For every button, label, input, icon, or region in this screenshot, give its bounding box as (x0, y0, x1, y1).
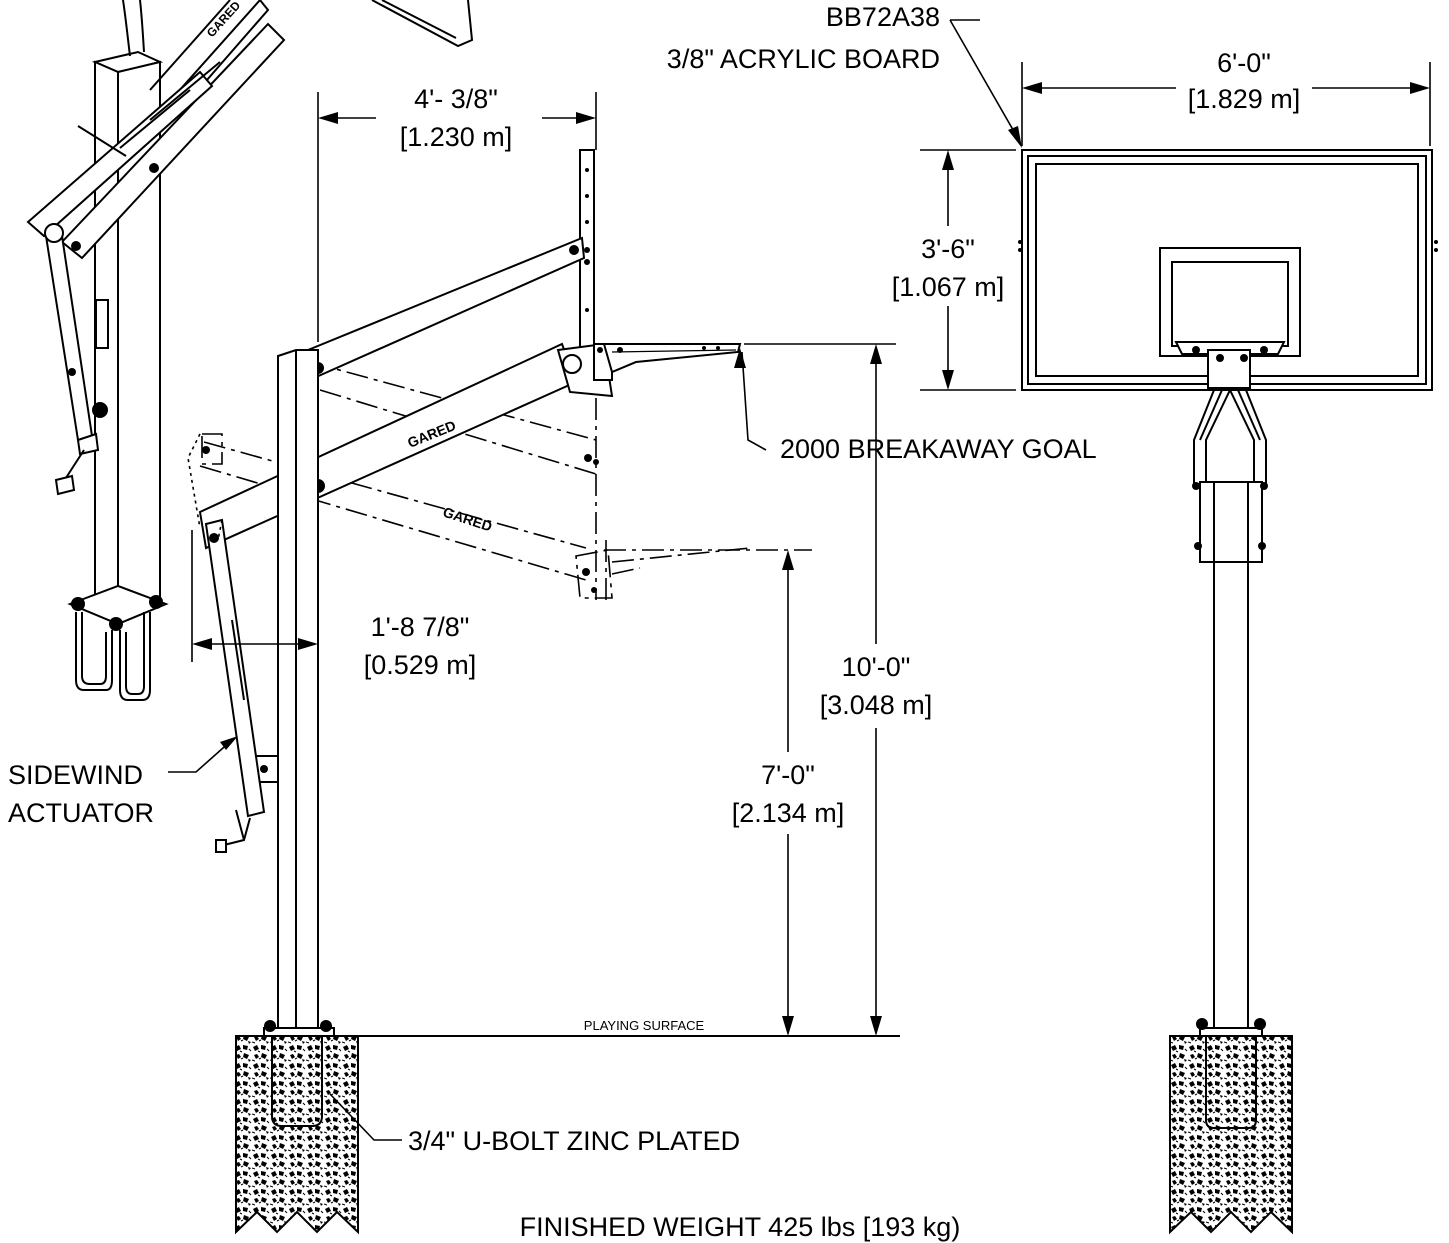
extension-ft-label: 4'- 3/8" (414, 84, 498, 114)
actuator-label-line1: SIDEWIND (8, 760, 143, 790)
rim-high-m-label: [3.048 m] (820, 690, 933, 720)
front-view (1018, 149, 1438, 1235)
width-ft-label: 6'-0" (1217, 48, 1271, 78)
offset-ft-label: 1'-8 7/8" (371, 612, 470, 642)
brand-mark-lowered: GARED (441, 504, 494, 535)
width-m-label: [1.829 m] (1188, 84, 1301, 114)
dimension-lines (191, 62, 1431, 1036)
rim-low-m-label: [2.134 m] (732, 798, 845, 828)
playing-surface-label: PLAYING SURFACE (584, 1018, 705, 1033)
leader-lines (168, 19, 1022, 1141)
concrete-footing-side (235, 1035, 359, 1235)
concrete-footing-front (1169, 1035, 1293, 1235)
backboard-model-label: BB72A38 (826, 2, 940, 32)
rim-low-ft-label: 7'-0" (761, 760, 815, 790)
goal-label: 2000 BREAKAWAY GOAL (780, 434, 1097, 464)
isometric-view (26, 0, 474, 701)
backboard-desc-label: 3/8" ACRYLIC BOARD (667, 44, 940, 74)
finished-weight-label: FINISHED WEIGHT 425 lbs [193 kg) (520, 1212, 961, 1242)
annotations: BB72A38 3/8" ACRYLIC BOARD 6'-0" [1.829 … (8, 0, 1300, 1242)
offset-m-label: [0.529 m] (364, 650, 477, 680)
ubolt-label: 3/4" U-BOLT ZINC PLATED (408, 1126, 740, 1156)
extension-m-label: [1.230 m] (400, 122, 513, 152)
height-m-label: [1.067 m] (892, 272, 1005, 302)
actuator-label-line2: ACTUATOR (8, 798, 154, 828)
height-ft-label: 3'-6" (921, 234, 975, 264)
rim-high-ft-label: 10'-0" (842, 652, 911, 682)
side-view: GARED (187, 149, 900, 1235)
